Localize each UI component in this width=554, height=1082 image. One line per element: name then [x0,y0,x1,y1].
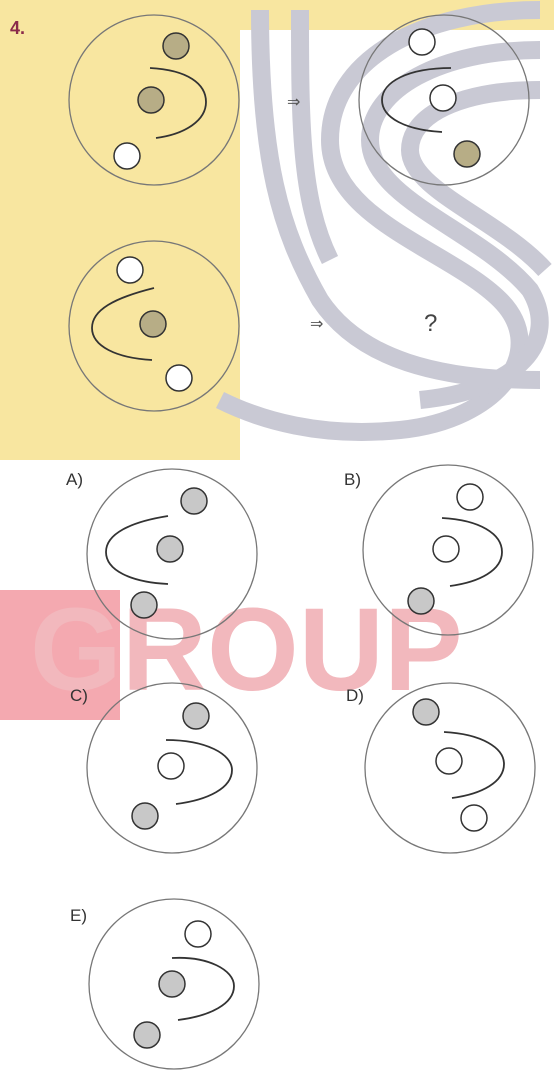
option-b-figure[interactable] [360,462,536,638]
white-small-circle [430,85,456,111]
grey-small-circle [408,588,434,614]
example-1-before-figure [66,12,242,188]
option-e-figure[interactable] [86,896,262,1072]
white-small-circle [433,536,459,562]
dark-small-circle [454,141,480,167]
white-small-circle [166,365,192,391]
white-small-circle [185,921,211,947]
option-c-figure[interactable] [84,680,260,856]
option-b-label: B) [344,470,361,490]
example-1-after-figure [356,12,532,188]
white-small-circle [461,805,487,831]
example-2-before-figure [66,238,242,414]
option-a-figure[interactable] [84,466,260,642]
white-small-circle [457,484,483,510]
grey-small-circle [157,536,183,562]
white-small-circle [436,748,462,774]
grey-small-circle [413,699,439,725]
grey-small-circle [181,488,207,514]
dark-small-circle [140,311,166,337]
grey-small-circle [132,803,158,829]
grey-small-circle [183,703,209,729]
grey-small-circle [159,971,185,997]
option-d-figure[interactable] [362,680,538,856]
option-a-label: A) [66,470,83,490]
white-small-circle [409,29,435,55]
grey-small-circle [131,592,157,618]
arrow-symbol: ⇒ [310,314,323,333]
white-small-circle [117,257,143,283]
option-e-label: E) [70,906,87,926]
arrow-symbol: ⇒ [287,92,300,111]
white-small-circle [158,753,184,779]
dark-small-circle [138,87,164,113]
question-number: 4. [10,18,25,39]
dark-small-circle [163,33,189,59]
white-small-circle [114,143,140,169]
grey-small-circle [134,1022,160,1048]
unknown-figure-mark: ? [424,310,437,338]
